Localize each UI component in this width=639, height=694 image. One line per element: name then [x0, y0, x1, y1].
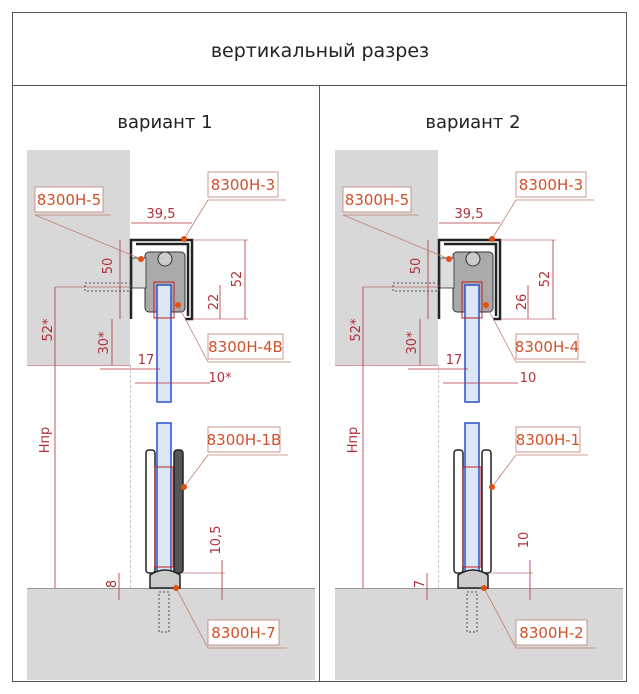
label-floor-guide-leader — [175, 587, 209, 649]
label-wall-clip: 8300H-5 — [345, 191, 409, 209]
dim-grip: 22 — [207, 294, 222, 311]
floor-guide — [457, 569, 489, 589]
floor-guide — [149, 569, 181, 589]
dim-grip: 26 — [515, 294, 530, 311]
label-wall-clip-leader — [342, 214, 450, 260]
bottom-guide-left — [453, 449, 464, 574]
dim-width: 39,5 — [455, 207, 484, 222]
label-track-leader — [183, 199, 209, 240]
floor-screw — [158, 591, 170, 633]
label-bottom-guide-dot — [181, 484, 187, 490]
label-track-dot — [181, 236, 187, 242]
dim-height: Hпр — [38, 427, 53, 454]
variant-2-title: вариант 2 — [425, 112, 520, 133]
variant-2-section: 39,550522652*30*1710Hпр1078300H-58300H-3… — [335, 150, 623, 680]
label-track-dot — [489, 236, 495, 242]
label-wall-clip-box — [342, 186, 412, 213]
dim-mount: 52* — [349, 318, 364, 342]
glass-lower — [464, 422, 480, 574]
label-floor-guide-box — [515, 619, 588, 646]
label-bottom-guide-leader — [491, 454, 517, 488]
label-carriage-leader — [485, 304, 517, 363]
dim-mount: 52* — [41, 318, 56, 342]
label-floor-guide-leader — [483, 587, 517, 649]
dim-floor: 7 — [413, 580, 428, 588]
label-carriage: 8300H-4 — [515, 338, 579, 356]
label-carriage: 8300H-4B — [208, 338, 283, 356]
label-floor-guide: 8300H-2 — [519, 624, 583, 642]
variant-1-section: 39,5 50 52 22 52* 30* 17 10* Hпр 10,5 8 8300H-5 8300… — [27, 150, 315, 680]
label-floor-guide-dot — [481, 585, 487, 591]
dim-gap: 30* — [97, 331, 112, 355]
label-bottom-guide-box — [515, 426, 581, 453]
dim-width: 39,5 — [147, 207, 176, 222]
label-bottom-guide: 8300H-1 — [516, 431, 580, 449]
label-carriage-box — [207, 333, 284, 360]
label-track: 8300H-3 — [211, 176, 275, 194]
roller-icon — [157, 251, 173, 267]
label-floor-guide-box — [207, 619, 280, 646]
dim-offset: 17 — [138, 353, 155, 368]
label-bottom-guide: 8300H-1B — [207, 431, 282, 449]
label-track-leader — [491, 199, 517, 240]
guide-insert — [462, 466, 482, 568]
label-wall-clip-dot — [138, 256, 144, 262]
wall-clip — [131, 257, 147, 289]
dim-gap: 30* — [405, 331, 420, 355]
dim-glass: 10* — [208, 371, 232, 386]
label-track-box — [515, 171, 587, 198]
label-wall-clip-leader — [34, 214, 142, 260]
label-bottom-guide-dot — [489, 484, 495, 490]
label-carriage-leader — [177, 304, 209, 363]
glass-seal — [153, 281, 175, 319]
glass-upper — [156, 284, 172, 403]
label-bottom-guide-box — [207, 426, 281, 453]
dim-left-h: 50 — [101, 258, 116, 275]
guide-insert — [154, 466, 174, 568]
dim-bottom: 10 — [517, 532, 532, 549]
label-wall-clip: 8300H-5 — [37, 191, 101, 209]
dim-floor: 8 — [105, 580, 120, 588]
label-track: 8300H-3 — [519, 176, 583, 194]
label-wall-clip-dot — [446, 256, 452, 262]
glass-upper — [464, 284, 480, 403]
label-wall-clip-box — [34, 186, 104, 213]
wall-clip — [439, 257, 455, 289]
dim-glass: 10 — [520, 371, 537, 386]
variant-1-title: вариант 1 — [117, 112, 212, 133]
label-floor-guide: 8300H-7 — [211, 624, 275, 642]
bottom-guide-right — [481, 449, 492, 574]
floor-screw — [466, 591, 478, 633]
label-floor-guide-dot — [173, 585, 179, 591]
wall — [335, 150, 438, 365]
dim-offset: 17 — [446, 353, 463, 368]
glass-seal — [461, 281, 483, 319]
dim-left-h: 50 — [409, 258, 424, 275]
glass-lower — [156, 422, 172, 574]
drawing-title: вертикальный разрез — [211, 40, 429, 62]
dim-height: Hпр — [346, 427, 361, 454]
label-carriage-dot — [483, 302, 489, 308]
dim-bottom: 10,5 — [209, 526, 224, 555]
dim-right-h: 52 — [230, 271, 245, 288]
roller-icon — [465, 251, 481, 267]
label-carriage-box — [515, 333, 579, 360]
label-carriage-dot — [175, 302, 181, 308]
dim-right-h: 52 — [538, 271, 553, 288]
bottom-guide-right — [173, 449, 184, 574]
label-bottom-guide-leader — [183, 454, 209, 488]
bottom-guide-left — [145, 449, 156, 574]
wall — [27, 150, 130, 365]
label-track-box — [207, 171, 279, 198]
